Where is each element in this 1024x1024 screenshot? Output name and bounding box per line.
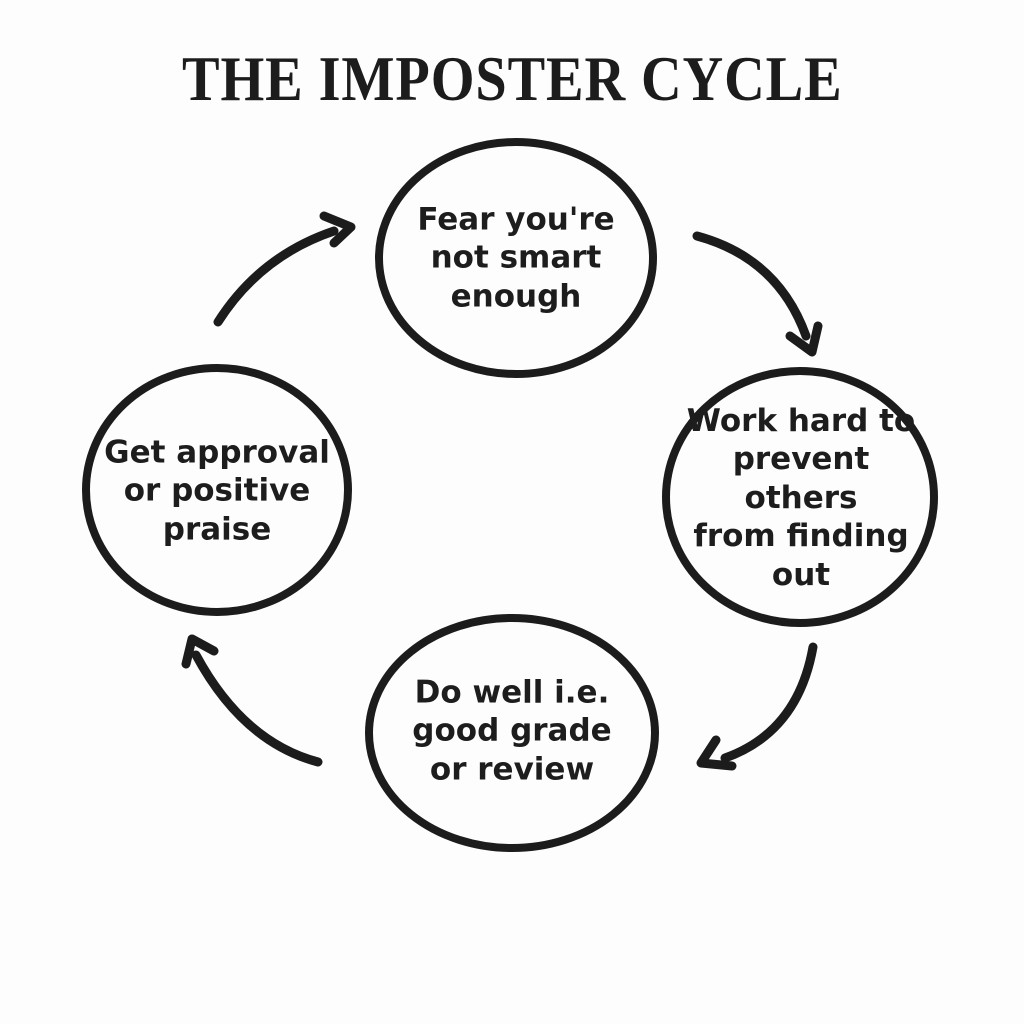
diagram-title: THE IMPOSTER CYCLE bbox=[181, 43, 843, 114]
node-ellipse-approval bbox=[82, 364, 352, 616]
arrow-dowell-to-approval bbox=[181, 634, 323, 767]
node-label-dowell: Do well i.e. good grade or review bbox=[412, 674, 612, 788]
node-ellipse-fear bbox=[375, 138, 657, 378]
arrow-dowell-to-approval-head bbox=[181, 634, 219, 669]
node-ellipse-dowell bbox=[365, 614, 659, 852]
arrow-fear-to-work-head bbox=[785, 321, 823, 357]
node-label-fear: Fear you're not smart enough bbox=[417, 201, 615, 315]
arrow-fear-to-work-shaft bbox=[692, 231, 811, 341]
node-label-work: Work hard to prevent others from finding… bbox=[686, 402, 916, 593]
arrow-fear-to-work bbox=[692, 231, 823, 357]
arrow-work-to-dowell bbox=[696, 642, 818, 771]
arrow-approval-to-fear-shaft bbox=[213, 226, 339, 327]
arrow-approval-to-fear bbox=[213, 211, 356, 327]
arrow-dowell-to-approval-shaft bbox=[191, 650, 323, 767]
arrow-work-to-dowell-shaft bbox=[720, 642, 818, 763]
node-ellipse-work bbox=[662, 367, 938, 627]
title-row: THE IMPOSTER CYCLE bbox=[0, 42, 1024, 116]
arrow-work-to-dowell-head bbox=[696, 735, 737, 771]
node-label-approval: Get approval or positive praise bbox=[104, 434, 330, 548]
arrow-approval-to-fear-head bbox=[319, 211, 356, 248]
